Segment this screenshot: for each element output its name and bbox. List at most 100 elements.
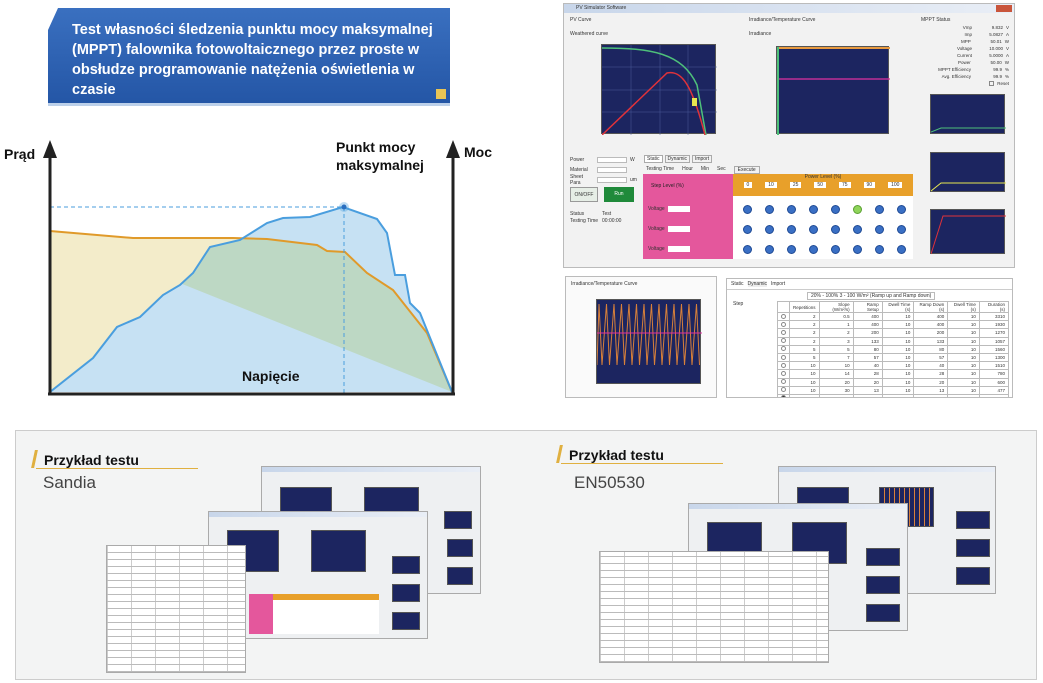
step-button[interactable]: [897, 205, 906, 214]
step-button[interactable]: [743, 205, 752, 214]
table-cell: 10: [789, 369, 820, 379]
step-button[interactable]: [853, 225, 862, 234]
mode-select[interactable]: 20% - 100% 3 - 100 W/m² (Ramp up and Ram…: [807, 292, 936, 300]
step-button[interactable]: [809, 205, 818, 214]
table-row[interactable]: 1050810810372: [777, 393, 1010, 397]
step-button[interactable]: [809, 225, 818, 234]
step-button[interactable]: [765, 225, 774, 234]
step-button[interactable]: [875, 205, 884, 214]
table-cell: 10: [947, 352, 980, 363]
table-cell: 2: [789, 336, 820, 346]
reset-checkbox[interactable]: [989, 81, 995, 86]
power-level-input[interactable]: 25: [789, 182, 802, 188]
step-button[interactable]: [809, 245, 818, 254]
reset-label: Reset: [997, 81, 1009, 86]
row-radio[interactable]: [781, 387, 786, 393]
table-cell: 8: [852, 393, 883, 397]
table-cell: 10: [881, 361, 915, 371]
row-input[interactable]: [667, 246, 690, 252]
table-cell: 400: [852, 320, 883, 330]
table-cell: 10: [881, 344, 915, 354]
row-radio[interactable]: [781, 346, 786, 352]
step-button[interactable]: [765, 245, 774, 254]
table-cell: 80: [913, 344, 949, 354]
step-button[interactable]: [765, 205, 774, 214]
table-cell: 1: [818, 320, 854, 330]
step-button[interactable]: [743, 225, 752, 234]
table-cell: 133: [852, 336, 883, 346]
step-button[interactable]: [831, 225, 840, 234]
title-banner: Test własności śledzenia punktu mocy mak…: [48, 8, 450, 106]
step-button[interactable]: [853, 205, 862, 214]
table-cell: 10: [881, 393, 915, 397]
step-button[interactable]: [787, 225, 796, 234]
step-button[interactable]: [787, 245, 796, 254]
row-radio[interactable]: [781, 362, 786, 368]
power-curve: [49, 205, 453, 393]
row-radio[interactable]: [781, 354, 786, 360]
power-level-input[interactable]: 90: [863, 182, 876, 188]
table-cell: 10: [881, 369, 915, 379]
tab-import[interactable]: Import: [770, 281, 786, 287]
step-button[interactable]: [743, 245, 752, 254]
table-cell: 2: [789, 320, 820, 330]
field-input[interactable]: [597, 157, 627, 163]
table-cell: 10: [947, 328, 980, 338]
min-label: Min: [700, 166, 709, 172]
power-level-input[interactable]: 100: [888, 182, 903, 188]
power-mini-plot: [930, 94, 1006, 134]
mppt-label: MPP: [960, 39, 971, 44]
mppt-label: MPPT Efficiency: [938, 67, 971, 72]
power-level-input[interactable]: 50: [814, 182, 826, 188]
step-button[interactable]: [875, 225, 884, 234]
row-radio[interactable]: [781, 321, 786, 327]
field-input[interactable]: [597, 167, 627, 173]
row-radio[interactable]: [781, 395, 786, 397]
title-text: Test własności śledzenia punktu mocy mak…: [72, 22, 433, 98]
tab-import[interactable]: Import: [691, 155, 713, 163]
step-button[interactable]: [831, 205, 840, 214]
table-cell: 477: [978, 385, 1010, 395]
row-radio[interactable]: [781, 370, 786, 376]
field-input[interactable]: [597, 177, 627, 183]
row-input[interactable]: [667, 206, 690, 212]
power-level-input[interactable]: 10: [765, 182, 777, 188]
step-button[interactable]: [831, 245, 840, 254]
tab-static[interactable]: Static: [731, 281, 744, 287]
table-cell: 10: [947, 385, 980, 395]
execute-button[interactable]: Execute: [733, 166, 760, 174]
step-button[interactable]: [787, 205, 796, 214]
table-cell: 10: [789, 385, 820, 395]
tab-static[interactable]: Static: [644, 155, 663, 163]
row-radio[interactable]: [781, 338, 786, 344]
row-radio[interactable]: [781, 379, 786, 385]
step-button[interactable]: [897, 225, 906, 234]
power-level-input[interactable]: 75: [838, 182, 851, 188]
table-cell: 10: [947, 344, 980, 354]
row-radio[interactable]: [781, 329, 786, 335]
step-button[interactable]: [853, 245, 862, 254]
row-radio[interactable]: [781, 313, 786, 319]
row-input[interactable]: [667, 226, 690, 232]
current-mini-plot: [930, 209, 1006, 255]
run-button[interactable]: Run: [604, 187, 634, 202]
step-button[interactable]: [897, 245, 906, 254]
tab-dynamic[interactable]: Dynamic: [664, 155, 690, 163]
close-button[interactable]: [996, 5, 1012, 12]
on-off-button[interactable]: ON/OFF: [570, 187, 598, 202]
power-level-input[interactable]: 0: [743, 182, 753, 188]
step-button[interactable]: [875, 245, 884, 254]
tab-dynamic[interactable]: Dynamic: [747, 281, 767, 287]
